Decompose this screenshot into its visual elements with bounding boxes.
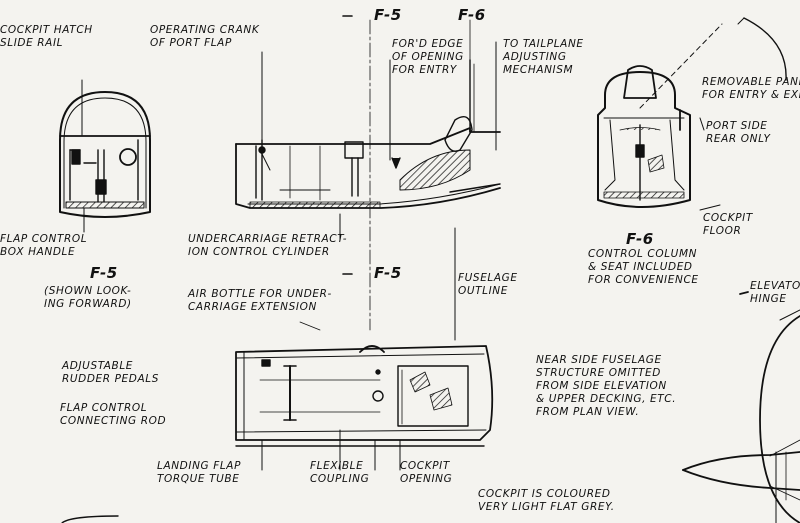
f6-cross-section [597, 17, 787, 211]
f6-section-label: F-6 [626, 230, 654, 248]
shown-looking-label: (SHOWN LOOK-ING FORWARD) [44, 285, 132, 310]
tail-profile [682, 291, 800, 523]
elevator-hinge-label: ELEVATORHINGE [750, 280, 800, 305]
side-elevation [235, 15, 501, 341]
f6-section-top-label: F-6 [458, 6, 486, 24]
air-bottle-label: AIR BOTTLE FOR UNDER-CARRIAGE EXTENSION [188, 288, 332, 313]
plan-view [235, 321, 494, 471]
f5-section-top-label: F-5 [374, 6, 402, 24]
f5-section-mid-label: F-5 [374, 264, 402, 282]
removable-panel-label: REMOVABLE PANELFOR ENTRY & EXIT [702, 76, 800, 101]
f5-cross-section [59, 79, 151, 233]
undercarriage-retraction-label: UNDERCARRIAGE RETRACT-ION CONTROL CYLIND… [188, 233, 348, 258]
f5-section-label: F-5 [90, 264, 118, 282]
